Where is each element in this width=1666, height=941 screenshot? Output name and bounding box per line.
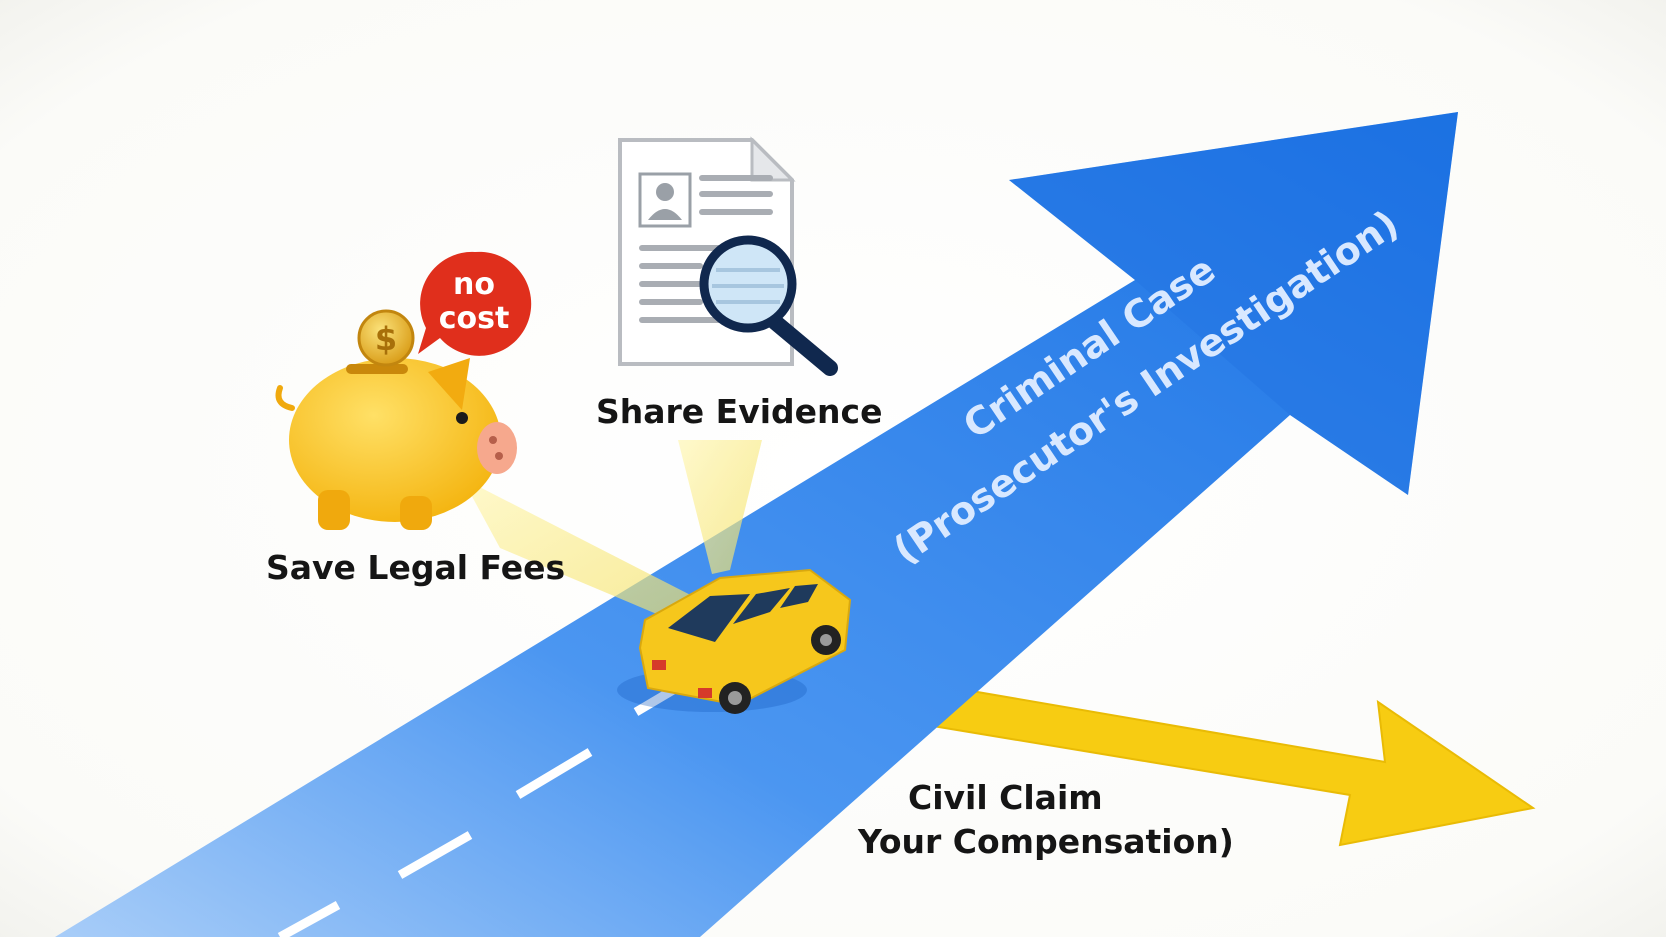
no-cost-line2: cost xyxy=(439,301,510,336)
no-cost-line1: no xyxy=(453,267,495,302)
civil-claim-sublabel: Your Compensation) xyxy=(858,822,1234,861)
document-magnifier-icon xyxy=(618,136,838,376)
share-evidence-label: Share Evidence xyxy=(596,392,883,431)
coin-icon: $ xyxy=(357,309,415,367)
evidence-spotlight-beam xyxy=(678,440,762,574)
criminal-case-arrow xyxy=(55,112,1458,937)
piggy-bank-icon xyxy=(275,358,517,530)
coin-symbol: $ xyxy=(375,320,397,358)
criminal-arrow-head-shade xyxy=(1009,112,1458,495)
fees-spotlight-beam xyxy=(462,478,712,628)
save-legal-fees-label: Save Legal Fees xyxy=(266,548,566,587)
no-cost-badge: no cost xyxy=(418,251,532,356)
civil-claim-label: Civil Claim xyxy=(908,778,1103,817)
car-icon xyxy=(617,568,852,714)
